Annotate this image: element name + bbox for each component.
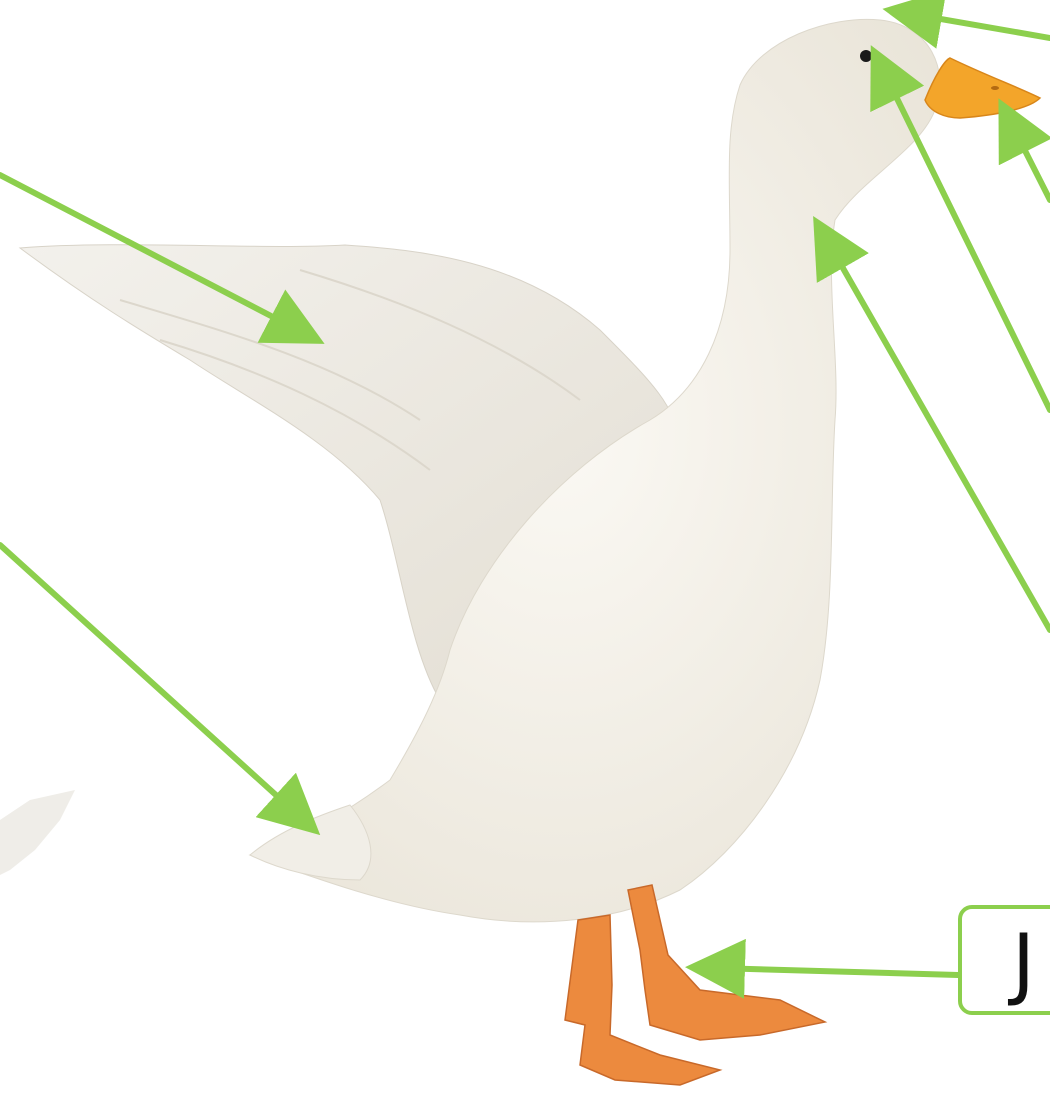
arrow-eye: [884, 72, 1050, 410]
duck-beak: [925, 58, 1040, 118]
nostril: [991, 86, 999, 90]
arrow-head-top: [912, 14, 1050, 38]
arrow-beak: [1012, 125, 1050, 200]
arrow-neck: [828, 242, 1050, 630]
label-feet: J: [1012, 925, 1035, 1003]
duck-leg-back: [628, 885, 825, 1040]
duck-tail: [250, 805, 371, 880]
label-box-feet: [958, 905, 1050, 1015]
stray-feather: [0, 790, 75, 875]
duck-eye: [860, 50, 872, 62]
arrow-feet: [715, 968, 958, 975]
arrow-tail: [0, 545, 298, 815]
